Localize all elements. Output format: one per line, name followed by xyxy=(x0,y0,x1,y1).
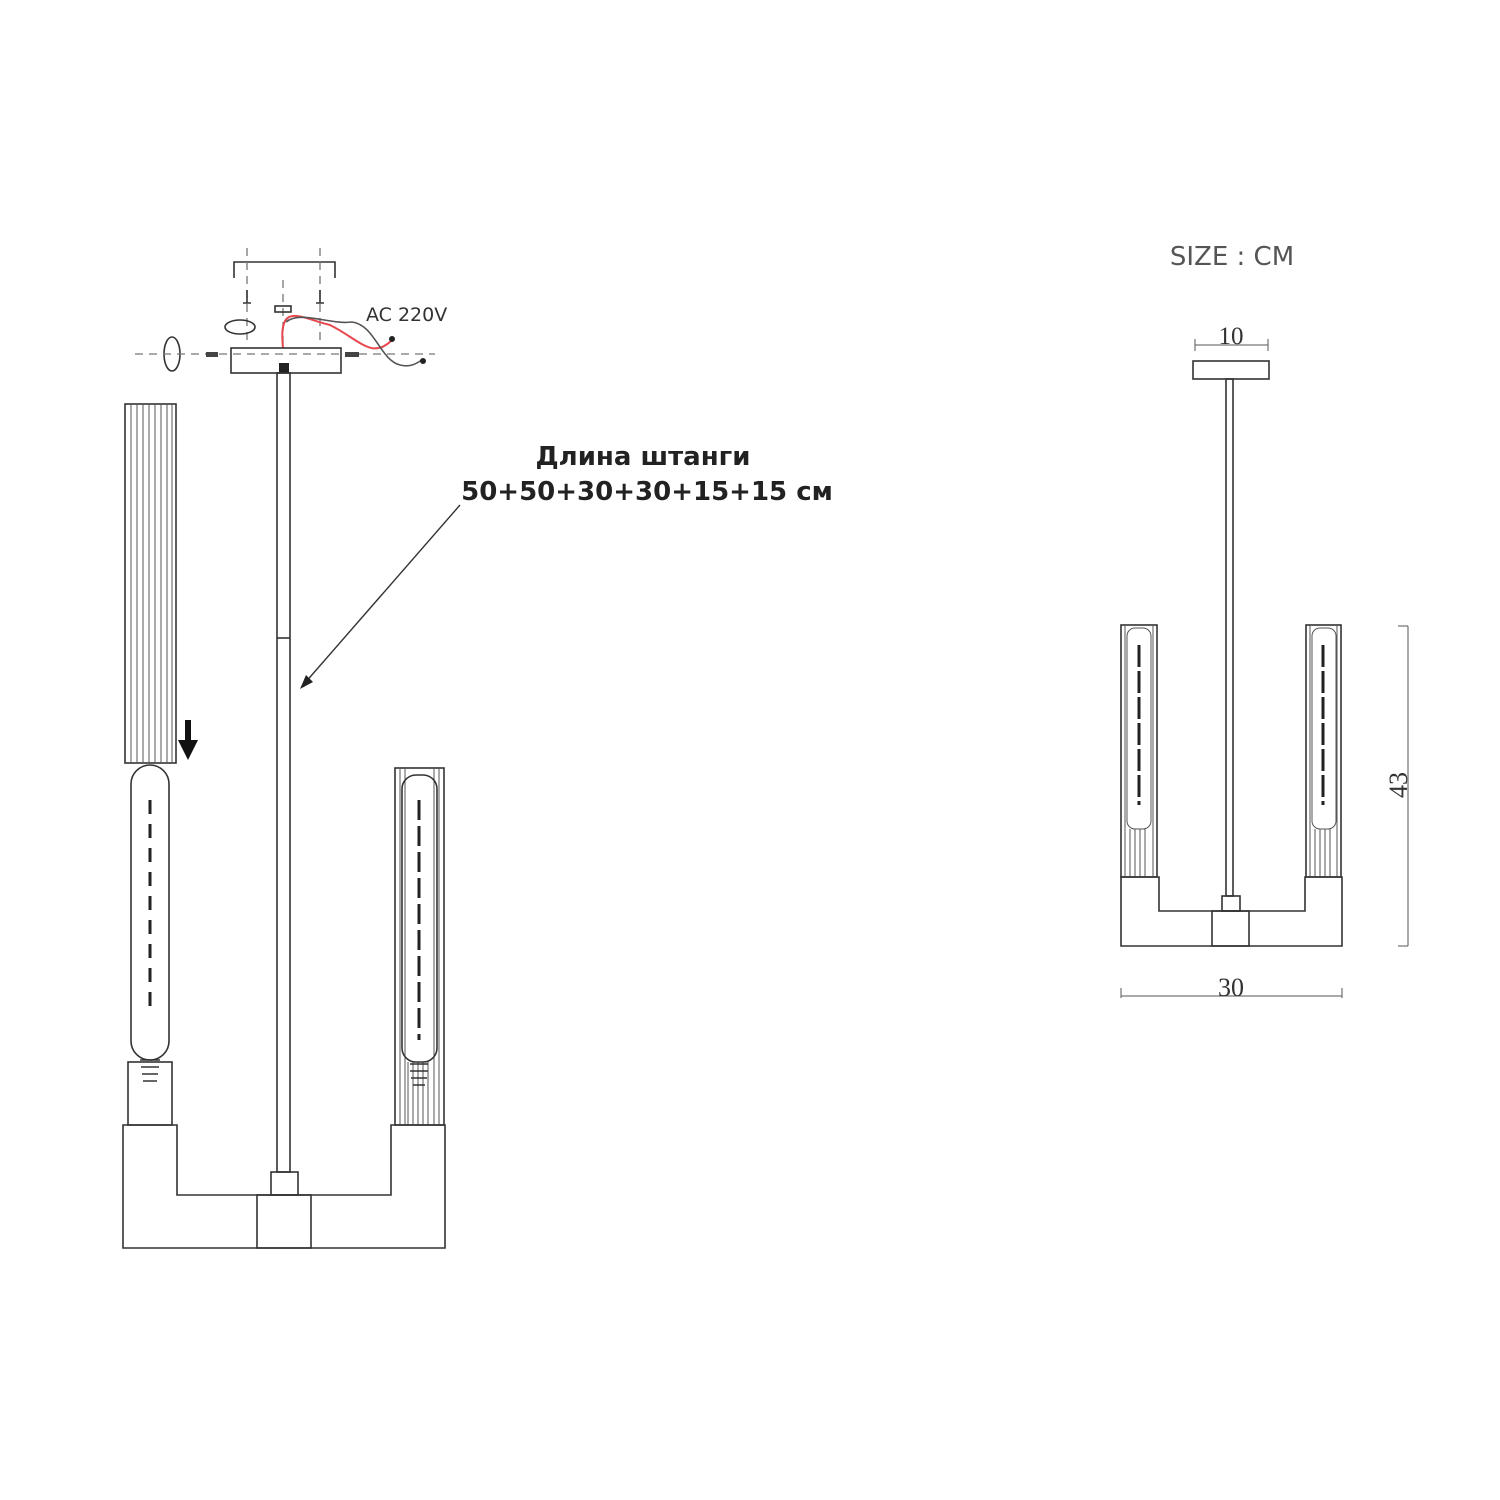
voltage-label: AC 220V xyxy=(366,304,447,326)
bulb xyxy=(130,764,170,1082)
dimension-height xyxy=(1398,625,1409,947)
rotate-icon xyxy=(163,319,256,372)
rod-length-title: Длина штанги xyxy=(536,442,751,472)
canopy-width-label: 10 xyxy=(1219,323,1244,350)
fluted-shade xyxy=(124,403,177,764)
height-label: 43 xyxy=(1384,772,1413,798)
dimension-width xyxy=(1120,988,1343,998)
canopy-small xyxy=(1192,360,1270,380)
width-label: 30 xyxy=(1218,973,1244,1002)
arrow-down-icon xyxy=(178,720,198,760)
shade-right xyxy=(394,767,445,1126)
rod-small xyxy=(1225,378,1234,897)
shades-small xyxy=(1120,624,1342,878)
rod xyxy=(276,372,291,1173)
base-small xyxy=(1120,876,1343,947)
socket-left xyxy=(127,1061,173,1126)
rod-length-pointer xyxy=(300,504,461,689)
mounting-bracket xyxy=(233,248,336,345)
dimension-canopy xyxy=(1194,339,1269,351)
units-label: SIZE : CM xyxy=(1170,242,1294,272)
rod-length-values: 50+50+30+30+15+15 см xyxy=(461,477,833,507)
wires xyxy=(281,314,426,367)
base-arm xyxy=(122,1124,446,1249)
